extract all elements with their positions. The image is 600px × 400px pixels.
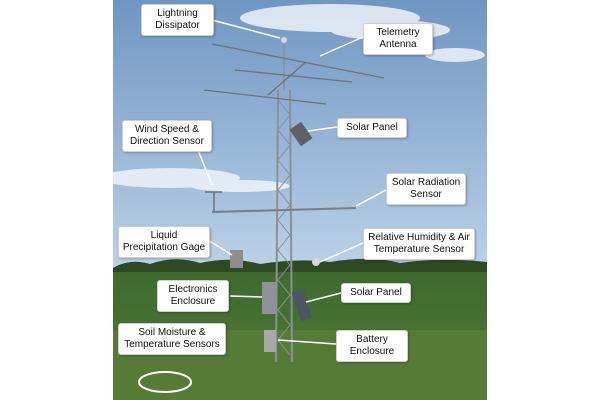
callout-line: Electronics [168,284,218,295]
callout-line: Sensor [410,189,442,200]
callout-line: Temperature Sensors [124,339,220,350]
telemetry-antenna [203,43,385,105]
soil-sensor-ring [138,371,192,393]
callout-line: Precipitation Gage [122,242,206,253]
callout-line: Enclosure [170,296,216,307]
callout-line: Wind Speed & [135,124,199,135]
callout-solar-panel-bottom: Solar Panel [341,283,411,303]
lightning-dissipator [281,37,287,43]
callout-line: Lightning [157,8,198,19]
electronics-enclosure [262,282,276,314]
tower [275,45,293,363]
callout-soil-moisture: Soil Moisture &Temperature Sensors [118,323,226,355]
callout-line: Direction Sensor [130,136,204,147]
callout-line: Relative Humidity & Air [368,232,470,243]
callout-line: Solar Panel [350,287,402,298]
callout-line: Antenna [379,39,417,50]
callout-line: Temperature Sensor [373,244,465,255]
battery-enclosure [264,330,276,352]
callout-line: Solar Radiation [391,177,461,188]
callout-line: Solar Panel [346,122,398,133]
callout-line: Soil Moisture & [138,327,206,338]
rh-sensor [312,258,320,266]
callout-wind-sensor: Wind Speed &Direction Sensor [122,120,212,152]
callout-line: Battery [356,334,388,345]
solar-panel-top [289,121,313,147]
callout-solar-panel-top: Solar Panel [337,118,407,138]
callout-line: Liquid [150,230,178,241]
wind-sensor [205,191,222,212]
solar-panel-bottom [291,288,313,322]
cross-arm [211,207,357,213]
callout-line: Telemetry [376,27,420,38]
treeline [113,258,487,276]
precipitation-gage [230,250,243,268]
callout-line: Dissipator [155,20,200,31]
callout-line: Enclosure [349,346,395,357]
